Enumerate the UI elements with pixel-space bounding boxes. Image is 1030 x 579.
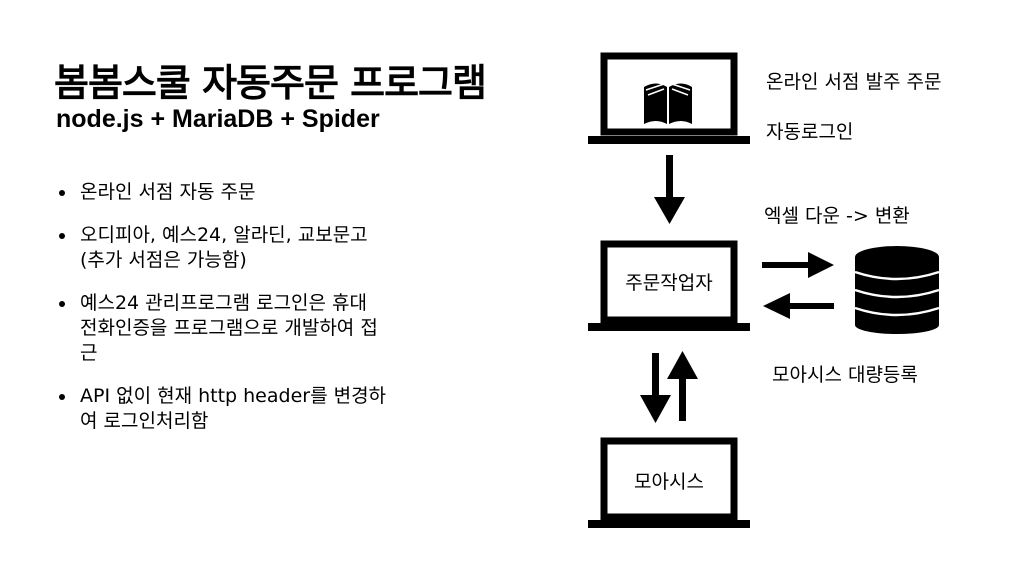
auto-login-label: 자동로그인 bbox=[766, 121, 853, 143]
database-icon bbox=[854, 246, 940, 334]
up-arrow bbox=[667, 351, 698, 421]
bullet-dot bbox=[59, 301, 65, 307]
bullet-dot bbox=[59, 394, 65, 400]
bullet-text-line: 온라인 서점 자동 주문 bbox=[80, 181, 256, 203]
slide-subtitle: node.js + MariaDB + Spider bbox=[56, 105, 380, 133]
bulk-register-label: 모아시스 대량등록 bbox=[772, 364, 918, 386]
bullet-list: 온라인 서점 자동 주문 오디피아, 예스24, 알라딘, 교보문고 (추가 서… bbox=[52, 180, 482, 452]
bullet-text-line: 예스24 관리프로그램 로그인은 휴대 bbox=[80, 292, 368, 314]
right-arrow bbox=[762, 252, 834, 278]
down-arrow bbox=[640, 353, 671, 423]
bullet-text-line: 오디피아, 예스24, 알라딘, 교보문고 bbox=[80, 224, 368, 246]
bullet-item: 오디피아, 예스24, 알라딘, 교보문고 (추가 서점은 가능함) bbox=[52, 223, 482, 273]
down-arrow bbox=[654, 155, 685, 224]
bullet-dot bbox=[59, 190, 65, 196]
bullet-text-line: 전화인증을 프로그램으로 개발하여 접 bbox=[80, 317, 378, 339]
slide-title: 봄봄스쿨 자동주문 프로그램 bbox=[54, 61, 487, 105]
moasis-laptop: 모아시스 bbox=[588, 437, 750, 528]
bullet-text-line: 여 로그인처리함 bbox=[80, 410, 209, 432]
bullet-text-line: API 없이 현재 http header를 변경하 bbox=[80, 385, 387, 407]
bullet-item: 예스24 관리프로그램 로그인은 휴대 전화인증을 프로그램으로 개발하여 접 … bbox=[52, 291, 482, 366]
bullet-text-line: 근 bbox=[80, 342, 98, 364]
worker-laptop: 주문작업자 bbox=[588, 240, 750, 331]
book-icon bbox=[644, 83, 692, 124]
bullet-text-line: (추가 서점은 가능함) bbox=[80, 249, 247, 271]
bullet-item: API 없이 현재 http header를 변경하 여 로그인처리함 bbox=[52, 384, 482, 434]
moasis-label: 모아시스 bbox=[634, 471, 704, 493]
bookstore-laptop bbox=[588, 52, 750, 144]
bullet-dot bbox=[59, 233, 65, 239]
worker-label: 주문작업자 bbox=[625, 272, 712, 294]
bullet-item: 온라인 서점 자동 주문 bbox=[52, 180, 482, 205]
excel-label: 엑셀 다운 -> 변환 bbox=[764, 205, 910, 227]
left-arrow bbox=[763, 293, 834, 319]
online-order-label: 온라인 서점 발주 주문 bbox=[766, 71, 941, 93]
